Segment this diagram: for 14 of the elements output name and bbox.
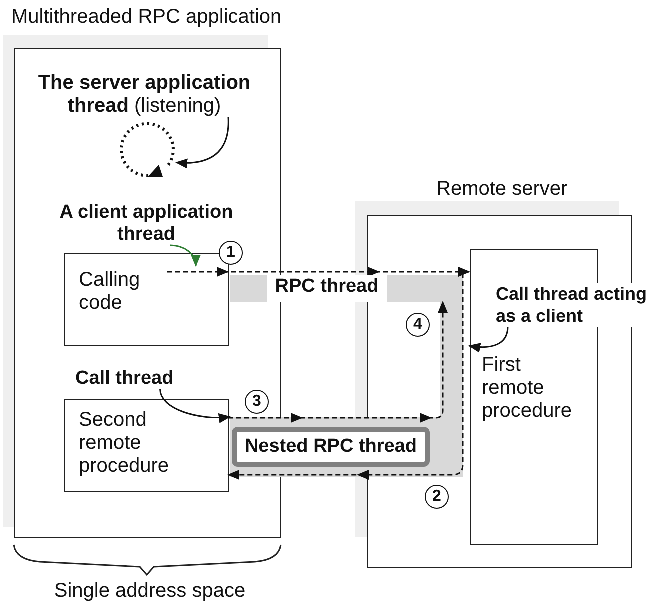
band-label: Nested RPC thread xyxy=(232,427,430,467)
box-label: Second remote procedure xyxy=(79,409,170,478)
procedure-box xyxy=(64,398,228,492)
thread-band xyxy=(230,417,463,477)
box-label: First remote procedure xyxy=(482,354,574,423)
annotation-text: The server application thread (listening) xyxy=(24,72,264,118)
code-box xyxy=(64,252,228,346)
frame-title: Multithreaded RPC application xyxy=(12,6,283,28)
band-label: RPC thread xyxy=(267,275,387,302)
thread-band xyxy=(230,275,463,302)
annotation-text: Call thread xyxy=(76,368,182,390)
caption-text: Single address space xyxy=(53,580,247,603)
frame-title: Remote server xyxy=(436,178,569,200)
box-label: Calling code xyxy=(79,269,142,315)
